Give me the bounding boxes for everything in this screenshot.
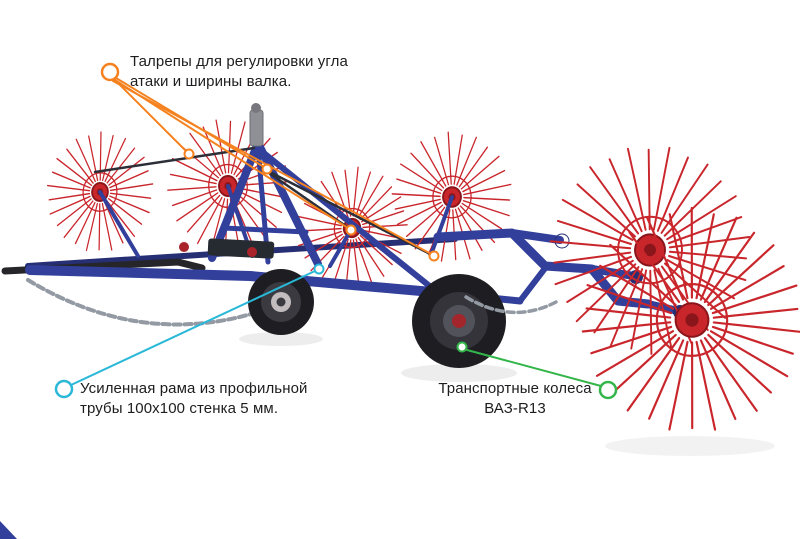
frame-callout-origin [54, 379, 74, 399]
mast-leg-right [254, 139, 322, 268]
wheel-inner-ring [617, 215, 683, 285]
annotation-transport-wheels-line2: ВАЗ-R13 [484, 400, 546, 417]
transport-callout-target [456, 341, 468, 353]
annotation-frame: Усиленная рама из профильной трубы 100x1… [80, 379, 308, 419]
wing-riser [517, 264, 549, 304]
transport-callout-line [466, 349, 602, 387]
rake-wheel [581, 206, 800, 431]
annotation-transport-wheels-line1: Транспортные колеса [438, 380, 592, 397]
wheel-inner-ring [655, 283, 729, 357]
hub-center [452, 314, 466, 328]
spring-bracket [179, 242, 189, 252]
wheel-inner-ring [333, 207, 371, 249]
wheel-arm [430, 195, 454, 254]
wing-tube [433, 228, 653, 309]
transport-wheel-right [412, 274, 506, 368]
mast-leg-left [208, 139, 262, 262]
wheel-arm [98, 190, 140, 258]
turnbuckles-callout-origin [100, 62, 120, 82]
transport-wheel-left [248, 269, 314, 335]
rake-wheel [549, 146, 751, 355]
shadow [401, 364, 517, 382]
frame-callout-line [70, 270, 316, 386]
corner-watermark [0, 521, 17, 539]
transport-callout-origin [598, 380, 618, 400]
right-rake-wheels [549, 146, 800, 431]
wheel-tines [46, 131, 154, 252]
frame-callout-target [313, 263, 325, 275]
spring-bracket [247, 247, 257, 257]
diagonal-tube [257, 147, 435, 291]
annotation-turnbuckles: Талрепы для регулировки угла атаки и шир… [130, 52, 348, 92]
shadow [239, 332, 323, 346]
turnbuckles-callout-target [345, 224, 357, 236]
annotation-turnbuckles-line1: Талрепы для регулировки угла [130, 53, 348, 70]
annotation-transport-wheels: Транспортные колеса ВАЗ-R13 [425, 379, 605, 419]
main-frame [25, 103, 549, 305]
wheel-tines [581, 206, 800, 431]
wheel-inner-ring [432, 175, 472, 219]
hub-center [276, 297, 286, 307]
turnbuckles-callout-target [261, 163, 273, 175]
turnbuckles-callout-line [114, 79, 349, 229]
turnbuckles-callout-target [428, 250, 440, 262]
annotation-turnbuckles-line2: атаки и ширины валка. [130, 73, 292, 90]
wheel-hub-center [685, 313, 699, 327]
ground-shadows [239, 332, 775, 456]
turnbuckles-callout-target [183, 148, 195, 160]
callouts [54, 62, 618, 400]
mast-top-cylinder [249, 109, 264, 147]
wheel-hub-center [644, 243, 656, 257]
turnbuckle-rod [260, 166, 436, 258]
safety-chain [26, 278, 260, 327]
shadow [605, 436, 775, 456]
mast-crossbar [221, 225, 309, 235]
mast-top-cap [251, 103, 261, 113]
wheel-inner-ring [82, 172, 118, 212]
hitch-chain [464, 295, 558, 314]
annotation-frame-line1: Усиленная рама из профильной [80, 380, 308, 397]
annotation-frame-line2: трубы 100x100 стенка 5 мм. [80, 400, 279, 417]
chassis-beam [25, 265, 437, 297]
wing-arm [508, 229, 564, 244]
turnbuckles-callout-line [113, 78, 187, 152]
gearbox [207, 238, 275, 259]
